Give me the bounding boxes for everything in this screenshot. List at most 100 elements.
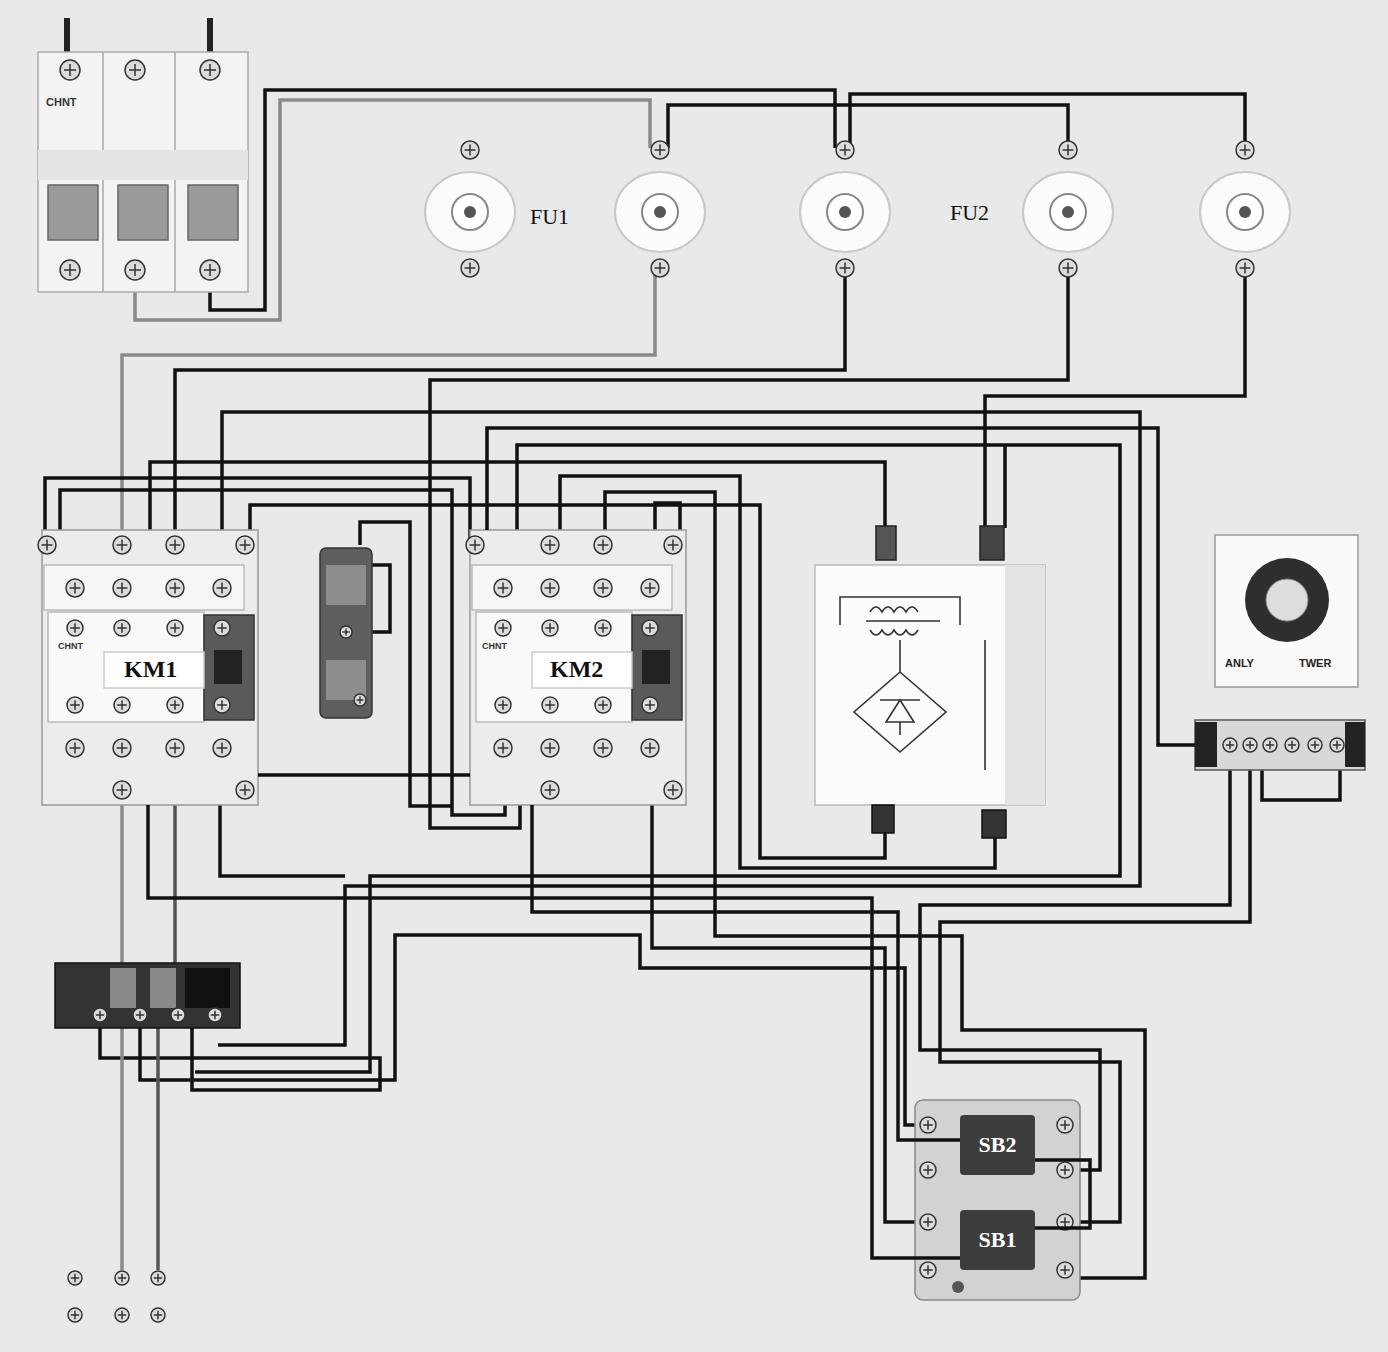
wire bbox=[210, 90, 835, 310]
screw-slot bbox=[668, 785, 679, 796]
fuse-indicator bbox=[1239, 206, 1251, 218]
screw-slot bbox=[211, 1011, 219, 1019]
screw-slot bbox=[342, 628, 349, 635]
terminal-screw bbox=[651, 141, 669, 159]
wire bbox=[1003, 446, 1007, 528]
terminal-screw bbox=[541, 739, 559, 757]
rectifier-module bbox=[815, 526, 1045, 838]
contactor-side bbox=[632, 615, 682, 720]
terminal-screw bbox=[114, 697, 130, 713]
screw-slot bbox=[498, 623, 508, 633]
terminal-screw bbox=[340, 626, 352, 638]
wire bbox=[156, 1010, 160, 1270]
screw-slot bbox=[70, 583, 81, 594]
screw-slot bbox=[1063, 145, 1074, 156]
terminal-screw bbox=[461, 259, 479, 277]
button-box bbox=[915, 1100, 1080, 1300]
screw-slot bbox=[356, 696, 363, 703]
screw-slot bbox=[465, 263, 476, 274]
terminal-screw bbox=[541, 579, 559, 597]
screw-slot bbox=[71, 1274, 79, 1282]
screw-slot bbox=[598, 583, 609, 594]
breaker-body bbox=[38, 52, 248, 292]
rectifier-terminal bbox=[982, 810, 1006, 838]
terminal-screw bbox=[214, 697, 230, 713]
screw-slot bbox=[204, 64, 216, 76]
wire bbox=[140, 935, 928, 1125]
brand-label: ANLY bbox=[1225, 657, 1254, 669]
screw-slot bbox=[923, 1165, 933, 1175]
fuse-cap bbox=[642, 194, 678, 230]
terminal-screw bbox=[641, 579, 659, 597]
terminal-screw bbox=[1236, 259, 1254, 277]
contactor-box: CHNTKM1 bbox=[42, 530, 258, 805]
thermal-relay bbox=[55, 963, 240, 1028]
screw-slot bbox=[545, 540, 556, 551]
screw-slot bbox=[170, 583, 181, 594]
rectifier-side bbox=[1005, 565, 1045, 805]
resistor-body bbox=[320, 548, 372, 718]
screw-slot bbox=[498, 583, 509, 594]
screw-slot bbox=[545, 743, 556, 754]
terminal-screw bbox=[66, 579, 84, 597]
terminal-screw bbox=[151, 1271, 165, 1285]
terminal-screw bbox=[1057, 1117, 1073, 1133]
push-button: SB1 bbox=[960, 1210, 1035, 1270]
screw-slot bbox=[923, 1120, 933, 1130]
wire-connector bbox=[258, 773, 470, 777]
wire bbox=[985, 268, 1245, 530]
terminal-screw bbox=[920, 1214, 936, 1230]
terminal-screw bbox=[595, 697, 611, 713]
relay-window bbox=[150, 968, 176, 1008]
screw-slot bbox=[154, 1274, 162, 1282]
screw-slot bbox=[129, 264, 141, 276]
screw-slot bbox=[545, 623, 555, 633]
screw-slot bbox=[645, 623, 655, 633]
screw-slot bbox=[1226, 741, 1234, 749]
fuse-indicator bbox=[1062, 206, 1074, 218]
screw-slot bbox=[64, 264, 76, 276]
terminal-screw bbox=[595, 620, 611, 636]
screw-slot bbox=[117, 785, 128, 796]
screw-slot bbox=[655, 263, 666, 274]
screw-slot bbox=[71, 1311, 79, 1319]
terminal-screw bbox=[67, 620, 83, 636]
terminal-screw bbox=[1059, 141, 1077, 159]
terminal-screw bbox=[133, 1008, 147, 1022]
timer-base bbox=[1195, 720, 1365, 770]
rectifier-body bbox=[815, 565, 1045, 805]
terminal-screw bbox=[494, 739, 512, 757]
screw-slot bbox=[70, 743, 81, 754]
breaker-handle bbox=[188, 185, 238, 240]
rectifier-terminal bbox=[876, 526, 896, 560]
output-terminals bbox=[68, 1271, 165, 1322]
terminal-screw bbox=[166, 579, 184, 597]
terminal-screw bbox=[113, 579, 131, 597]
time-relay-box: ANLYTWER bbox=[1195, 535, 1365, 770]
terminal-screw bbox=[641, 739, 659, 757]
device-label: KM1 bbox=[124, 656, 177, 682]
screw-slot bbox=[645, 743, 656, 754]
relay-dial bbox=[185, 968, 230, 1008]
fuse-indicator bbox=[839, 206, 851, 218]
screw-slot bbox=[1060, 1265, 1070, 1275]
screw-slot bbox=[545, 583, 556, 594]
screw-slot bbox=[668, 540, 679, 551]
terminal-screw bbox=[836, 259, 854, 277]
screw-slot bbox=[154, 1311, 162, 1319]
terminal-screw bbox=[214, 620, 230, 636]
fuse-cap bbox=[1050, 194, 1086, 230]
terminal-screw bbox=[1059, 259, 1077, 277]
screw-slot bbox=[1060, 1217, 1070, 1227]
housing-screw bbox=[952, 1281, 964, 1293]
timer-dial bbox=[1245, 558, 1329, 642]
screw-slot bbox=[923, 1265, 933, 1275]
screw-slot bbox=[118, 1311, 126, 1319]
terminal-screw bbox=[836, 141, 854, 159]
screw-slot bbox=[1240, 145, 1251, 156]
contactor-side bbox=[204, 615, 254, 720]
breaker-handle bbox=[118, 185, 168, 240]
screw-slot bbox=[70, 623, 80, 633]
screw-slot bbox=[1333, 741, 1341, 749]
